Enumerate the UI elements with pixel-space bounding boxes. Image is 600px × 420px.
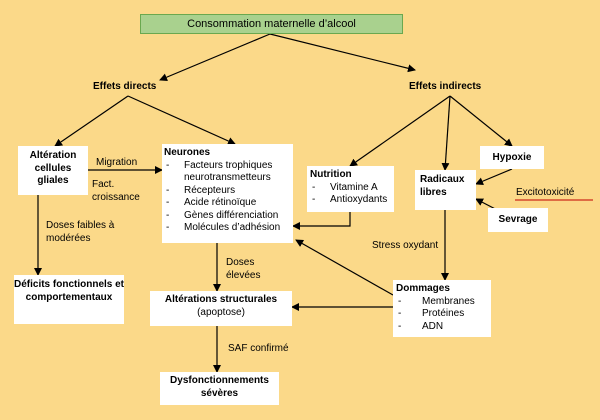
dommages-box: Dommages Membranes Protéines ADN — [393, 280, 491, 337]
arrow-top-to-indirect — [269, 33, 416, 73]
arrow-dommages-to-neurones — [295, 239, 394, 296]
arrow-indirect-to-nutrition — [349, 95, 451, 167]
neurones-box: Neurones Facteurs trophiques neurotransm… — [162, 144, 293, 243]
alterations-structurales-box: Altérations structurales (apoptose) — [150, 291, 292, 326]
nutrition-box: Nutrition Vitamine A Antioxydants — [307, 166, 394, 212]
radicaux-box: Radicaux libres — [415, 170, 476, 210]
dommages-title: Dommages — [396, 283, 450, 294]
dysfonctionnements-label: Dysfonctionnements sévères — [170, 375, 269, 399]
dommages-item: Protéines — [396, 308, 488, 321]
nutrition-title: Nutrition — [310, 169, 352, 180]
excitotoxicite-label: Excitotoxicité — [516, 187, 575, 198]
nutrition-item: Antioxydants — [310, 194, 391, 207]
fact-croissance-label: Fact. croissance — [92, 179, 140, 203]
nutrition-list: Vitamine A Antioxydants — [310, 182, 391, 207]
doses-elevees-label: Doses élevées — [226, 257, 261, 281]
arrow-top-to-direct — [159, 33, 271, 81]
neurones-title: Neurones — [164, 147, 211, 158]
hypoxie-box: Hypoxie — [480, 146, 544, 169]
neurones-item: Facteurs trophiques neurotransmetteurs — [164, 160, 291, 185]
dommages-item: ADN — [396, 321, 488, 334]
sevrage-box: Sevrage — [488, 208, 548, 232]
neurones-item: Acide rétinoïque — [164, 197, 291, 210]
neurones-list: Facteurs trophiques neurotransmetteurs R… — [164, 160, 291, 235]
arrow-direct-to-neurones — [127, 95, 236, 145]
doses-faibles-label: Doses faibles à modérées — [46, 220, 115, 244]
dommages-list: Membranes Protéines ADN — [396, 296, 488, 334]
indirect-effects-label: Effets indirects — [409, 81, 482, 92]
hypoxie-label: Hypoxie — [492, 152, 532, 163]
radicaux-label: Radicaux libres — [420, 174, 465, 198]
arrow-nutrition-to-neurones — [292, 212, 351, 230]
dysfonctionnements-box: Dysfonctionnements sévères — [160, 372, 279, 405]
alteration-box: Altération cellules gliales — [18, 146, 88, 195]
saf-label: SAF confirmé — [228, 343, 289, 354]
top-box: Consommation maternelle d’alcool — [140, 14, 403, 34]
dommages-item: Membranes — [396, 296, 488, 309]
stress-oxydant-label: Stress oxydant — [372, 240, 439, 251]
deficits-box: Déficits fonctionnels et comportementaux — [14, 275, 124, 324]
neurones-item: Molécules d’adhésion — [164, 222, 291, 235]
alterations-structurales-title: Altérations structurales — [164, 294, 278, 305]
migration-label: Migration — [96, 157, 138, 168]
top-box-label: Consommation maternelle d’alcool — [187, 18, 356, 30]
arrow-hypoxie-to-radicaux — [475, 168, 513, 185]
direct-effects-label: Effets directs — [93, 81, 157, 92]
deficits-label: Déficits fonctionnels et comportementaux — [14, 279, 125, 303]
arrow-direct-to-alteration — [54, 95, 129, 147]
sevrage-label: Sevrage — [498, 214, 538, 225]
arrow-indirect-to-hypoxie — [449, 95, 513, 147]
arrow-indirect-to-radicaux — [441, 95, 451, 171]
nutrition-item: Vitamine A — [310, 182, 391, 195]
alteration-label: Altération cellules gliales — [29, 150, 77, 186]
neurones-item: Récepteurs — [164, 185, 291, 198]
neurones-item: Gènes différenciation — [164, 210, 291, 223]
alterations-structurales-sub: (apoptose) — [197, 306, 245, 318]
